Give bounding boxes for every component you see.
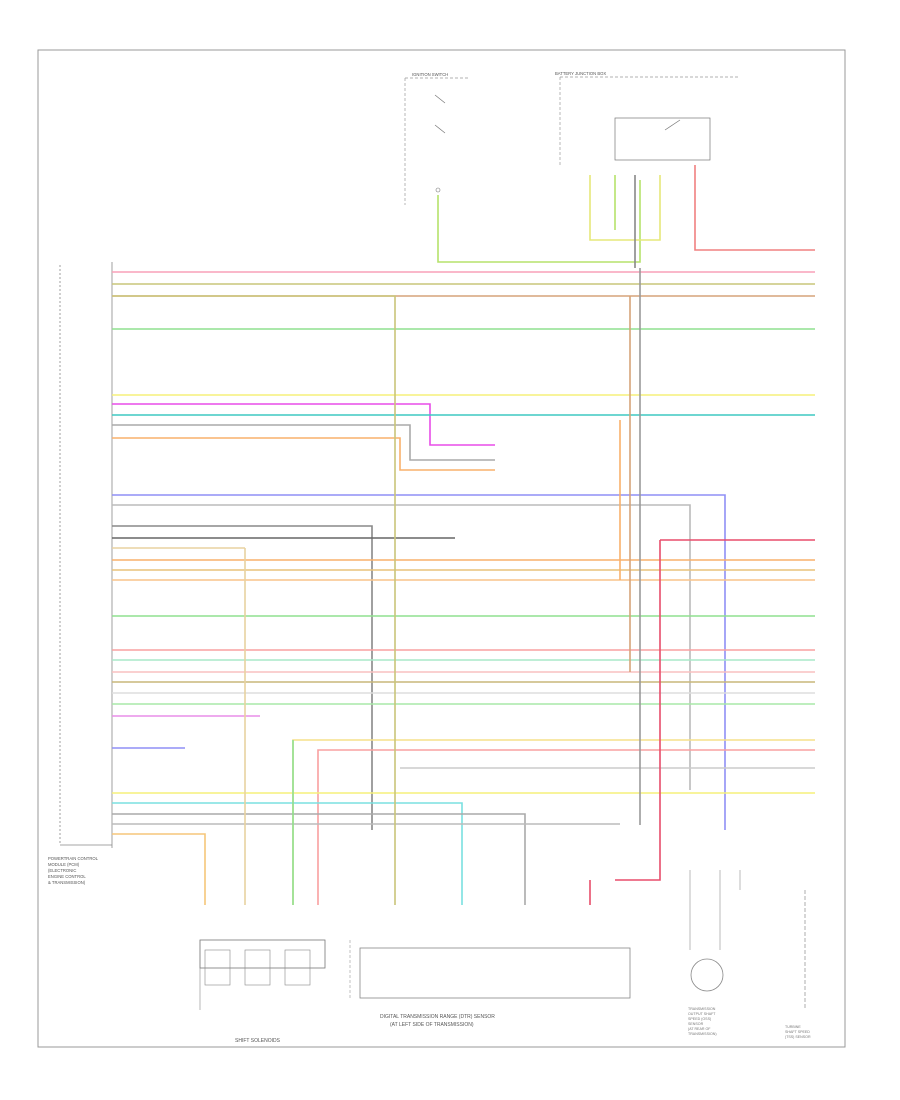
svg-text:(AT REAR OF: (AT REAR OF [688,1027,711,1031]
svg-text:(TSS) SENSOR: (TSS) SENSOR [785,1035,811,1039]
shift-solenoids: SHIFT SOLENOIDS [199,939,326,1044]
svg-text:TRANSMISSION: TRANSMISSION [688,1007,716,1011]
svg-text:IGNITION SWITCH: IGNITION SWITCH [412,72,448,77]
svg-text:POWERTRAIN CONTROL: POWERTRAIN CONTROL [48,856,99,861]
pcm-connector [59,262,113,848]
svg-text:SHAFT SPEED: SHAFT SPEED [785,1030,810,1034]
svg-text:OUTPUT SHAFT: OUTPUT SHAFT [688,1012,716,1016]
oss-sensor: TRANSMISSION OUTPUT SHAFT SPEED (OSS) SE… [688,870,724,1036]
ignition-switch: IGNITION SWITCH [404,72,470,205]
svg-text:TRANSMISSION): TRANSMISSION) [688,1032,717,1036]
battery-junction-box: BATTERY JUNCTION BOX [555,71,740,165]
svg-text:TURBINE: TURBINE [785,1025,801,1029]
svg-text:BATTERY JUNCTION BOX: BATTERY JUNCTION BOX [555,71,606,76]
diagram-frame [37,49,846,1048]
svg-text:SPEED (OSS): SPEED (OSS) [688,1017,711,1021]
tss-sensor: TURBINE SHAFT SPEED (TSS) SENSOR [739,870,811,1039]
svg-text:(ELECTRONIC: (ELECTRONIC [48,868,76,873]
svg-text:SENSOR: SENSOR [688,1022,704,1026]
svg-text:DIGITAL TRANSMISSION RANGE (DT: DIGITAL TRANSMISSION RANGE (DTR) SENSOR [380,1014,495,1020]
svg-text:ENGINE CONTROL: ENGINE CONTROL [48,874,86,879]
pcm-title: POWERTRAIN CONTROL MODULE (PCM) (ELECTRO… [48,856,99,885]
harness-wires [112,271,815,905]
svg-text:MODULE (PCM): MODULE (PCM) [48,862,80,867]
svg-text:& TRANSMISSION): & TRANSMISSION) [48,880,86,885]
top-feed-wires [437,165,815,268]
svg-text:(AT LEFT SIDE OF TRANSMISSION): (AT LEFT SIDE OF TRANSMISSION) [390,1022,474,1028]
vertical-wires [112,268,815,905]
svg-text:SHIFT SOLENOIDS: SHIFT SOLENOIDS [235,1038,281,1044]
dtr-sensor: DIGITAL TRANSMISSION RANGE (DTR) SENSOR … [349,940,631,1028]
